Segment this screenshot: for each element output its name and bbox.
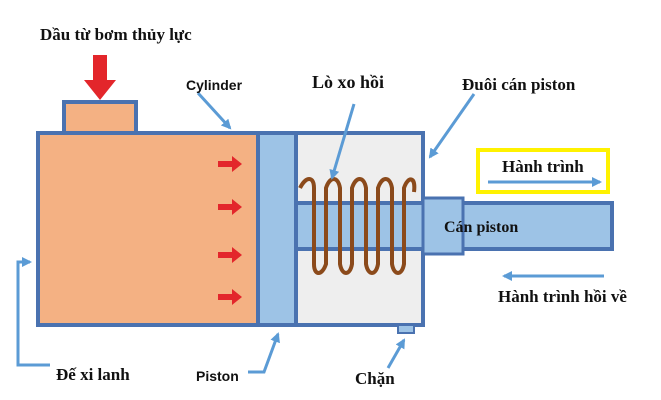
callout-return-spring xyxy=(329,103,356,180)
label-rod-tail: Đuôi cán piston xyxy=(462,75,576,94)
oil-inlet-port xyxy=(62,100,138,135)
pressure-arrow-icon xyxy=(218,289,242,305)
callout-rod-tail xyxy=(428,93,476,159)
label-oil-from-pump: Dầu từ bơm thủy lực xyxy=(40,25,192,44)
pressure-arrows xyxy=(218,156,242,305)
piston xyxy=(256,131,298,327)
rod-guide xyxy=(421,196,465,256)
return-spring xyxy=(298,177,417,275)
oil-inlet-arrow-icon xyxy=(84,55,116,100)
label-stopper: Chặn xyxy=(355,369,395,388)
label-cylinder-base: Đế xi lanh xyxy=(56,365,130,384)
label-cylinder: Cylinder xyxy=(186,77,243,93)
label-piston-rod: Cán piston xyxy=(444,219,518,236)
callout-stopper xyxy=(386,338,406,369)
label-return-stroke: Hành trình hồi về xyxy=(498,287,627,306)
pressure-arrow-icon xyxy=(218,247,242,263)
label-stroke: Hành trình xyxy=(502,157,584,176)
callout-cylinder xyxy=(196,91,232,130)
stopper xyxy=(397,324,415,334)
callout-piston xyxy=(248,332,280,374)
label-piston: Piston xyxy=(196,368,239,384)
pressure-arrow-icon xyxy=(218,199,242,215)
pressure-arrow-icon xyxy=(218,156,242,172)
label-return-spring: Lò xo hồi xyxy=(312,72,384,92)
stroke-highlight-box xyxy=(476,148,610,194)
callout-cylinder-base xyxy=(16,257,50,367)
